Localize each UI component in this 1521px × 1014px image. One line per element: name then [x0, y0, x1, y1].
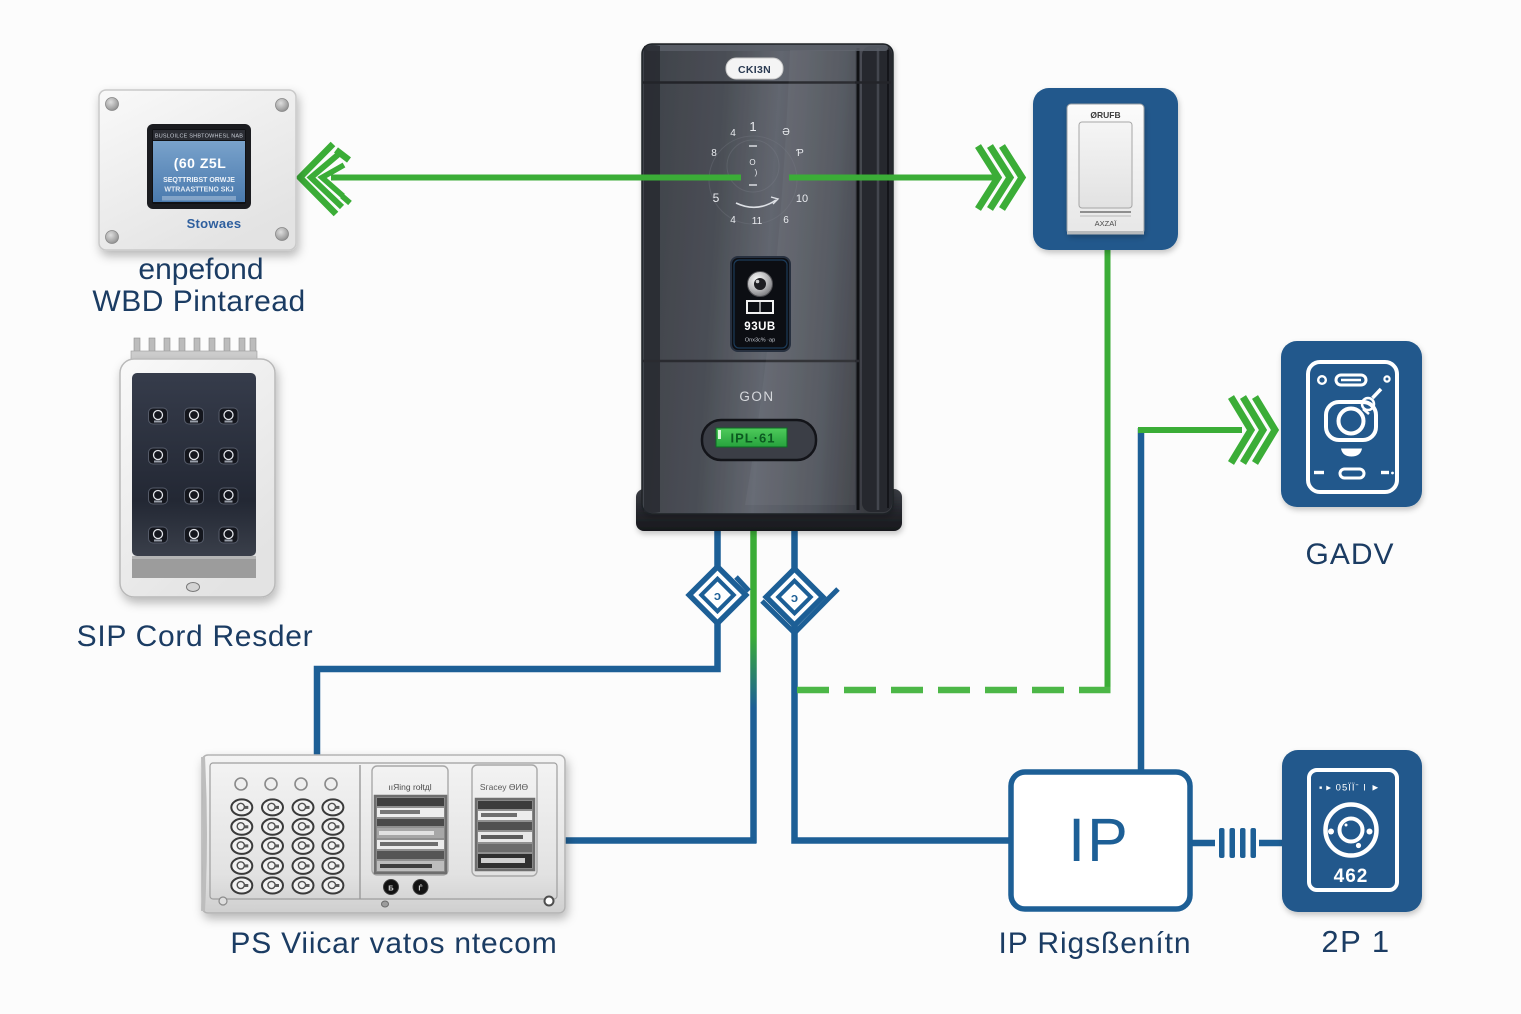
svg-text:8: 8: [711, 148, 717, 159]
svg-text:IP: IP: [1068, 806, 1130, 874]
svg-text:(60 Z5L: (60 Z5L: [174, 155, 227, 171]
svg-text:SIP Cord Resder: SIP Cord Resder: [77, 620, 314, 653]
svg-text:4: 4: [730, 128, 736, 139]
svg-text:93UB: 93UB: [744, 321, 775, 333]
svg-text:ɔ: ɔ: [791, 590, 798, 605]
svg-text:Stowaes: Stowaes: [187, 216, 242, 231]
svg-text:▪ ▸ 05ЇЇˉ Ι ►: ▪ ▸ 05ЇЇˉ Ι ►: [1319, 783, 1381, 794]
svg-text:Ə: Ə: [782, 127, 790, 138]
svg-text:462: 462: [1334, 866, 1369, 887]
svg-text:ɔ: ɔ: [714, 588, 721, 603]
svg-text:WTRAASTTENO SКJ: WTRAASTTENO SКJ: [164, 187, 233, 194]
svg-text:2P 1: 2P 1: [1321, 924, 1390, 959]
svg-text:Б: Б: [388, 884, 394, 893]
svg-text:ΙPL·61: ΙPL·61: [730, 431, 775, 446]
svg-text:): ): [755, 168, 758, 177]
svg-text:6: 6: [783, 215, 789, 226]
svg-text:10: 10: [796, 193, 808, 205]
svg-text:Sгacеу ӨИӨ: Sгacеу ӨИӨ: [480, 782, 529, 792]
svg-text:Ѓ: Ѓ: [418, 884, 423, 893]
svg-text:WBD Pintaread: WBD Pintaread: [92, 285, 305, 318]
svg-text:1: 1: [749, 119, 756, 134]
svg-text:4: 4: [730, 215, 736, 226]
svg-text:Onx3c% ·ap: Onx3c% ·ap: [745, 338, 775, 344]
svg-text:11: 11: [752, 216, 763, 227]
svg-text:enpefond: enpefond: [138, 253, 263, 286]
svg-text:GΟN: GΟN: [739, 389, 774, 404]
svg-text:ØRUFB: ØRUFB: [1090, 110, 1120, 120]
svg-text:CKI3N: CKI3N: [738, 64, 771, 76]
svg-text:ııЯing rołtдl: ııЯing rołtдl: [388, 782, 431, 792]
svg-text:GADV: GADV: [1305, 538, 1394, 571]
svg-text:BUSLOILCE SHBTOWHESL NAB: BUSLOILCE SHBTOWHESL NAB: [155, 134, 243, 140]
svg-text:Ƥ: Ƥ: [796, 148, 804, 159]
svg-text:SEQTTRIBST ORWJE: SEQTTRIBST ORWJE: [163, 177, 235, 184]
svg-text:5: 5: [713, 191, 720, 205]
svg-text:IP Rigsßenítn: IP Rigsßenítn: [999, 927, 1192, 960]
svg-text:PS Viicar vatos ntecom: PS Viicar vatos ntecom: [230, 927, 557, 960]
svg-text:O: O: [749, 158, 755, 167]
svg-text:АXZАЇ: АXZАЇ: [1095, 219, 1118, 228]
